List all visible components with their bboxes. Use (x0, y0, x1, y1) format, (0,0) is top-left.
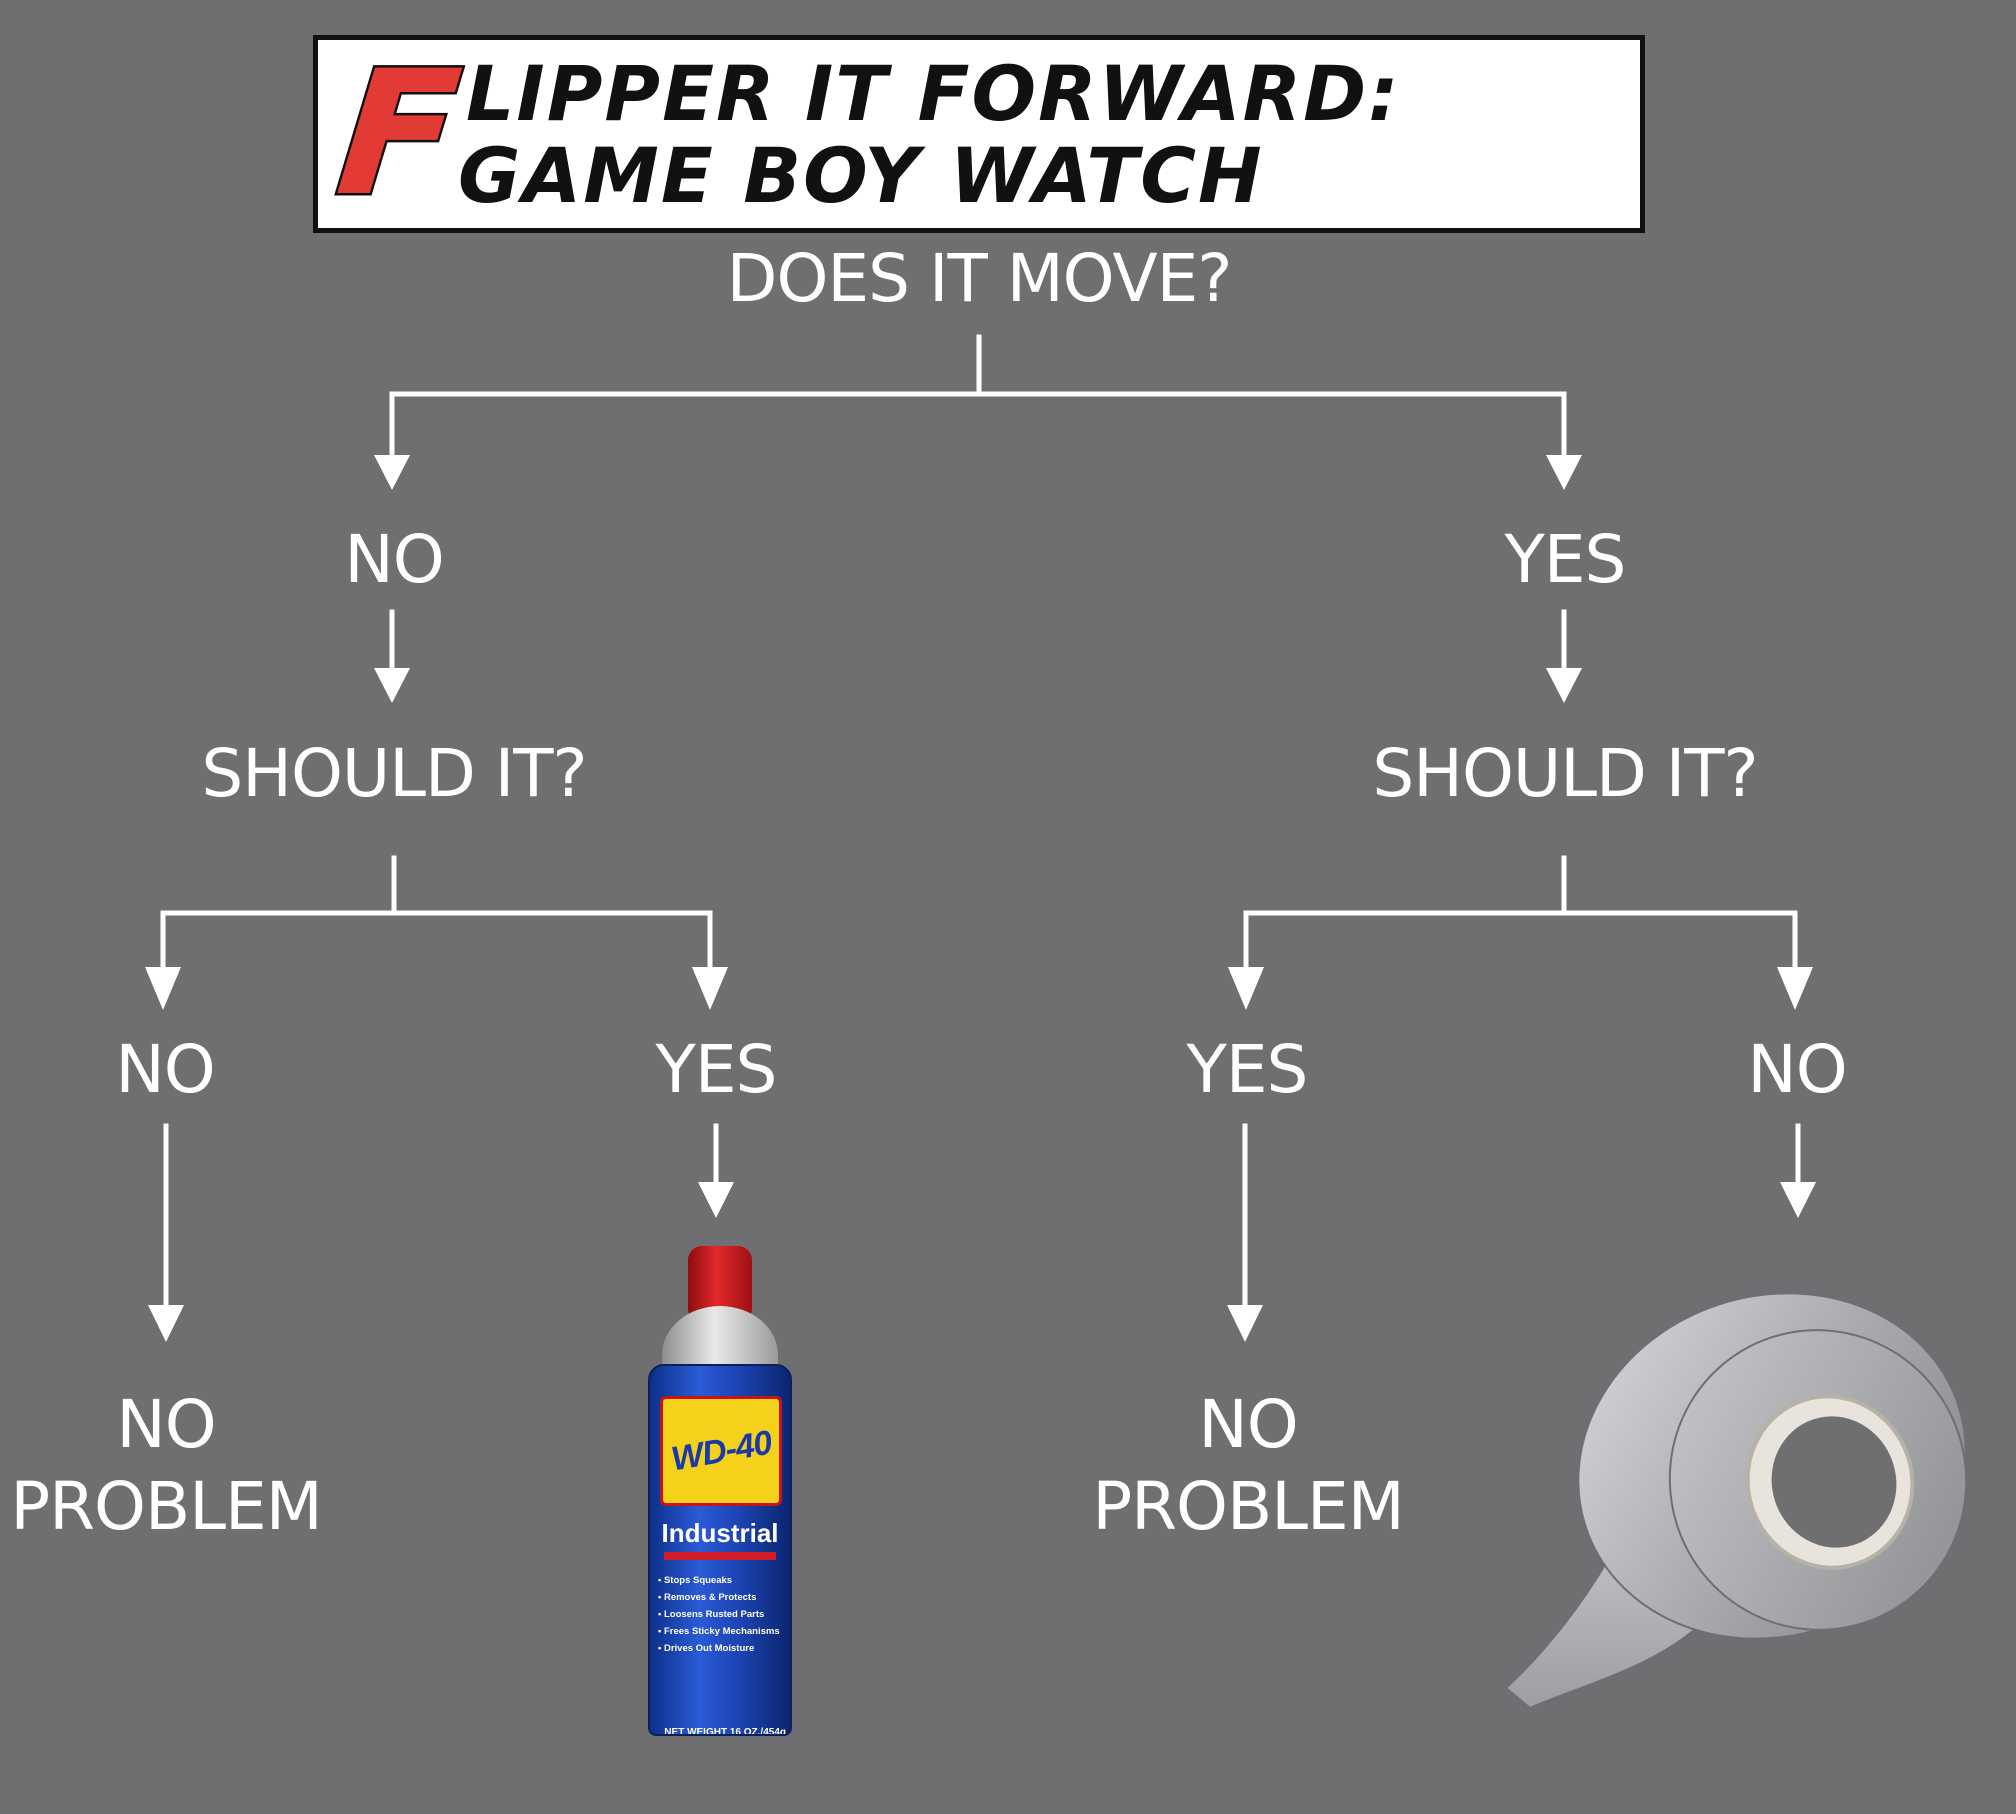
left-question: SHOULD IT? (201, 735, 587, 812)
wd40-product: Industrial (661, 1518, 779, 1548)
arrowhead (148, 1305, 184, 1342)
root-question: DOES IT MOVE? (726, 240, 1233, 317)
arrowhead (1780, 1182, 1816, 1218)
wd40-cap (688, 1246, 752, 1316)
duct-tape-image (1504, 1292, 1968, 1710)
arrowheads (145, 455, 1816, 1342)
wd40-red-bar (664, 1552, 776, 1560)
wd40-bullet: • Drives Out Moisture (658, 1643, 755, 1654)
arrowhead (692, 967, 728, 1010)
wd40-bullet: • Frees Sticky Mechanisms (658, 1626, 780, 1637)
right-result-no-problem: NO PROBLEM (1092, 1386, 1404, 1545)
title-line-1: LIPPER IT FORWARD: (466, 49, 1401, 138)
connector-left-split (160, 910, 713, 970)
title-line-2: GAME BOY WATCH (458, 131, 1264, 220)
right-left-answer: YES (1186, 1031, 1309, 1108)
arrowhead (698, 1182, 734, 1218)
left-left-answer: NO (115, 1031, 215, 1108)
wd40-body: WD-40 Industrial • Stops Squeaks • Remov… (648, 1364, 792, 1736)
arrowhead (374, 668, 410, 703)
right-branch-label: YES (1504, 521, 1627, 598)
left-right-answer: YES (655, 1031, 778, 1108)
arrowhead (1227, 1305, 1263, 1342)
title-banner: F LIPPER IT FORWARD: GAME BOY WATCH (313, 31, 1645, 237)
left-result-no-problem: NO PROBLEM (10, 1386, 322, 1545)
wd40-bullet: • Stops Squeaks (658, 1575, 733, 1586)
arrowhead (1228, 967, 1264, 1010)
wd40-bullet: • Loosens Rusted Parts (658, 1609, 765, 1620)
wd40-net-weight: NET WEIGHT 16 OZ./454g (664, 1727, 786, 1736)
wd40-bullets: • Stops Squeaks • Removes & Protects • L… (658, 1572, 786, 1736)
right-question: SHOULD IT? (1372, 735, 1758, 812)
wd40-bullet: • Removes & Protects (658, 1592, 757, 1603)
arrowhead (374, 455, 410, 490)
wd40-logo: WD-40 (660, 1396, 782, 1506)
right-right-answer: NO (1747, 1031, 1847, 1108)
arrowhead (145, 967, 181, 1010)
connector-right-split (1243, 910, 1798, 970)
wd40-can-image: WD-40 Industrial • Stops Squeaks • Remov… (648, 1246, 792, 1746)
tape-hole (1771, 1416, 1897, 1548)
left-branch-label: NO (344, 521, 444, 598)
arrowhead (1546, 668, 1582, 703)
connector-root-split (389, 391, 1567, 458)
wd40-brand: WD-40 (667, 1423, 774, 1478)
arrowhead (1546, 455, 1582, 490)
arrowhead (1777, 967, 1813, 1010)
